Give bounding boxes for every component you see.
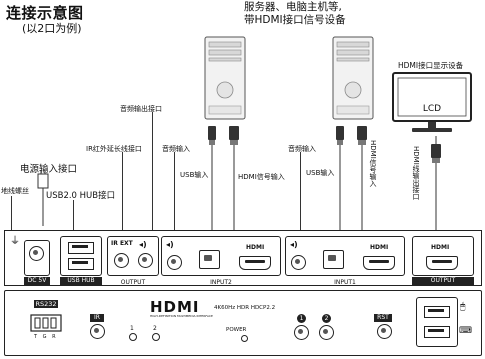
input1-usb-port[interactable] <box>323 250 344 269</box>
hdmi-output-label: OUTPUT <box>412 277 474 285</box>
input2-box: ◂) HDMI <box>161 236 281 276</box>
display-caption: HDMI接口显示设备 <box>398 61 464 70</box>
btn1-number: 1 <box>297 314 306 323</box>
front-panel <box>4 290 482 356</box>
input2-audio-jack[interactable] <box>167 255 182 270</box>
usb-hub-port-label: USB HUB <box>60 277 102 285</box>
cable-plugs-input1 <box>336 126 367 230</box>
cable-plug-output <box>431 136 441 230</box>
input2-label: INPUT2 <box>210 279 232 286</box>
usb-hub-port-2[interactable] <box>68 258 94 270</box>
input1-box: ◂) HDMI <box>285 236 405 276</box>
page-title: 连接示意图 <box>6 4 84 22</box>
audio-out-jack[interactable] <box>138 253 153 268</box>
keyboard-icon: ⌨ <box>459 326 472 336</box>
dc-label: DC 5V <box>24 277 50 285</box>
ir-ext-label: IR红外延长线接口 <box>86 145 142 153</box>
speaker-icon: ◂) <box>139 240 147 249</box>
usb-hub-label: USB2.0 HUB接口 <box>46 191 116 201</box>
hdmi-output-port[interactable] <box>426 256 458 270</box>
power-adapter-icon <box>37 170 49 226</box>
front-usb-port-2[interactable] <box>424 326 450 338</box>
input1-audio-jack[interactable] <box>291 255 306 270</box>
hdmi-out-label: HDMI线输出接口 <box>412 146 420 200</box>
computers-caption-line2: 带HDMI接口信号设备 <box>244 14 346 26</box>
usb-hub-box <box>60 236 102 276</box>
led1-label: 1 <box>130 325 134 332</box>
hdmi-in-1-label: HDMI信号输入 <box>369 140 377 187</box>
cable-plugs-input2 <box>208 126 239 230</box>
led1-indicator <box>129 333 137 341</box>
computer-icon <box>332 36 374 120</box>
dc-jack[interactable] <box>29 246 44 261</box>
speaker-icon: ◂) <box>290 240 298 249</box>
ground-screw-label: 地线螺丝 <box>1 187 29 195</box>
rs232-label: RS232 <box>34 300 58 308</box>
mouse-icon: 🖱 <box>460 302 466 312</box>
rs232-terminal[interactable] <box>30 314 62 340</box>
usb-hub-port-1[interactable] <box>68 242 94 254</box>
input1-hdmi-port[interactable] <box>363 256 395 270</box>
computers-caption: 服务器、电脑主机等, 带HDMI接口信号设备 <box>244 1 394 27</box>
usb-in-2-label: USB输入 <box>180 171 209 179</box>
monitor-icon <box>392 72 472 132</box>
hdmi-logo: HDMI <box>150 298 200 316</box>
computer-icon <box>204 36 246 120</box>
output-aux-box: IR EXT ◂) <box>107 236 159 276</box>
power-label: POWER <box>226 327 247 333</box>
hdmi-output-box: HDMI <box>412 236 474 276</box>
led2-indicator <box>152 333 160 341</box>
input2-usb-port[interactable] <box>199 250 220 269</box>
speaker-icon: ◂) <box>166 240 174 249</box>
audio-in-1-label: 音频输入 <box>288 145 316 153</box>
hdmi-in-2-label: HDMI信号输入 <box>238 173 285 181</box>
led2-label: 2 <box>153 325 157 332</box>
ir-ext-jack[interactable] <box>114 253 129 268</box>
input1-select-button[interactable] <box>294 325 309 340</box>
rst-label: RST <box>374 314 392 322</box>
front-usb-box <box>416 297 458 347</box>
front-usb-port-1[interactable] <box>424 306 450 318</box>
monitor-label: LCD <box>422 104 442 114</box>
power-input-label: 电源输入接口 <box>20 164 78 175</box>
reset-button[interactable] <box>377 324 392 339</box>
input1-hdmi-label: HDMI <box>370 244 389 251</box>
btn2-number: 2 <box>322 314 331 323</box>
audio-in-2-label: 音频输入 <box>162 145 190 153</box>
audio-out-label: 音频输出接口 <box>120 105 162 113</box>
ir-receiver <box>90 324 105 339</box>
hdmi-logo-sub: HIGH-DEFINITION MULTIMEDIA INTERFACE <box>150 314 213 318</box>
output-aux-label: OUTPUT <box>120 279 146 286</box>
ir-label: IR <box>90 314 104 322</box>
rs232-pins-label: T G R <box>34 334 58 340</box>
page-subtitle: (以2口为例) <box>22 22 82 35</box>
input2-select-button[interactable] <box>319 325 334 340</box>
usb-in-1-label: USB输入 <box>306 169 335 177</box>
input2-hdmi-port[interactable] <box>239 256 271 270</box>
dc-port-box <box>24 240 50 276</box>
computers-caption-line1: 服务器、电脑主机等, <box>244 1 342 13</box>
ground-icon: ⏚ <box>10 236 20 247</box>
ir-ext-port-label: IR EXT <box>111 240 133 247</box>
hdmi-output-port-label: HDMI <box>431 244 450 251</box>
input1-label: INPUT1 <box>334 279 356 286</box>
spec-label: 4K60Hz HDR HDCP2.2 <box>214 305 276 311</box>
power-indicator <box>241 335 248 342</box>
input2-hdmi-label: HDMI <box>246 244 265 251</box>
